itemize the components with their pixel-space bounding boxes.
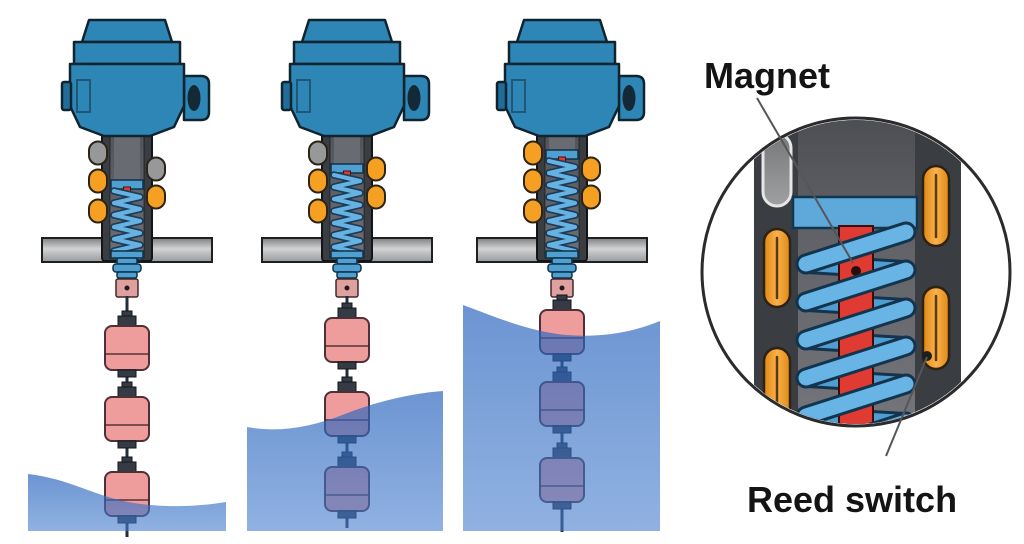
spring bbox=[110, 187, 144, 261]
reed-switch-label: Reed switch bbox=[747, 479, 957, 520]
magnet-point-dot bbox=[851, 266, 861, 276]
reed-switch-indicator bbox=[581, 184, 601, 210]
magnet-label: Magnet bbox=[704, 55, 830, 96]
reed-switch-indicator bbox=[88, 198, 108, 224]
float bbox=[104, 381, 150, 449]
reed-switch-indicator bbox=[523, 168, 543, 194]
detail-view: Magnet Reed switch bbox=[700, 55, 1012, 520]
electronics-housing bbox=[495, 18, 646, 138]
reed-switch-indicator bbox=[308, 168, 328, 194]
spring-coil-front bbox=[795, 221, 917, 424]
reed-switch-indicator bbox=[146, 184, 166, 210]
water-mid-level bbox=[247, 391, 443, 531]
reed-switch-indicator bbox=[308, 198, 328, 224]
reed-switch-indicator bbox=[581, 156, 601, 182]
electronics-housing bbox=[280, 18, 431, 138]
reed-switch-indicator bbox=[523, 140, 543, 166]
magnet-leader-line bbox=[756, 97, 854, 264]
electronics-housing bbox=[60, 18, 211, 138]
reed-switch-indicator bbox=[523, 198, 543, 224]
reed-switch-capsule bbox=[921, 285, 951, 371]
spring-cap-detail bbox=[791, 195, 919, 230]
tube-wall-right bbox=[915, 120, 961, 424]
reed-switch-indicator bbox=[88, 168, 108, 194]
reed-switch-indicator bbox=[366, 184, 386, 210]
reed-switch-indicator bbox=[88, 140, 108, 166]
reed-switch-capsule bbox=[921, 164, 951, 248]
reed-switch-capsule bbox=[762, 227, 792, 309]
process-connection bbox=[112, 257, 142, 298]
device-mid-level bbox=[261, 18, 433, 528]
reed-switch-indicator bbox=[308, 140, 328, 166]
reed-switch-indicator bbox=[366, 156, 386, 182]
reed-switch-capsule bbox=[762, 346, 792, 424]
reed-point-dot bbox=[922, 351, 932, 361]
device-low-level bbox=[41, 18, 213, 537]
reed-switch-leader-line bbox=[885, 356, 928, 457]
water-low-level bbox=[28, 474, 226, 531]
spring bbox=[545, 157, 579, 255]
float bbox=[324, 302, 370, 370]
process-connection bbox=[547, 257, 577, 298]
float bbox=[104, 310, 150, 378]
device-high-level bbox=[476, 18, 648, 532]
spring bbox=[330, 171, 364, 257]
process-connection bbox=[332, 257, 362, 298]
reed-switch-indicator bbox=[146, 156, 166, 182]
water-high-level bbox=[463, 305, 660, 531]
